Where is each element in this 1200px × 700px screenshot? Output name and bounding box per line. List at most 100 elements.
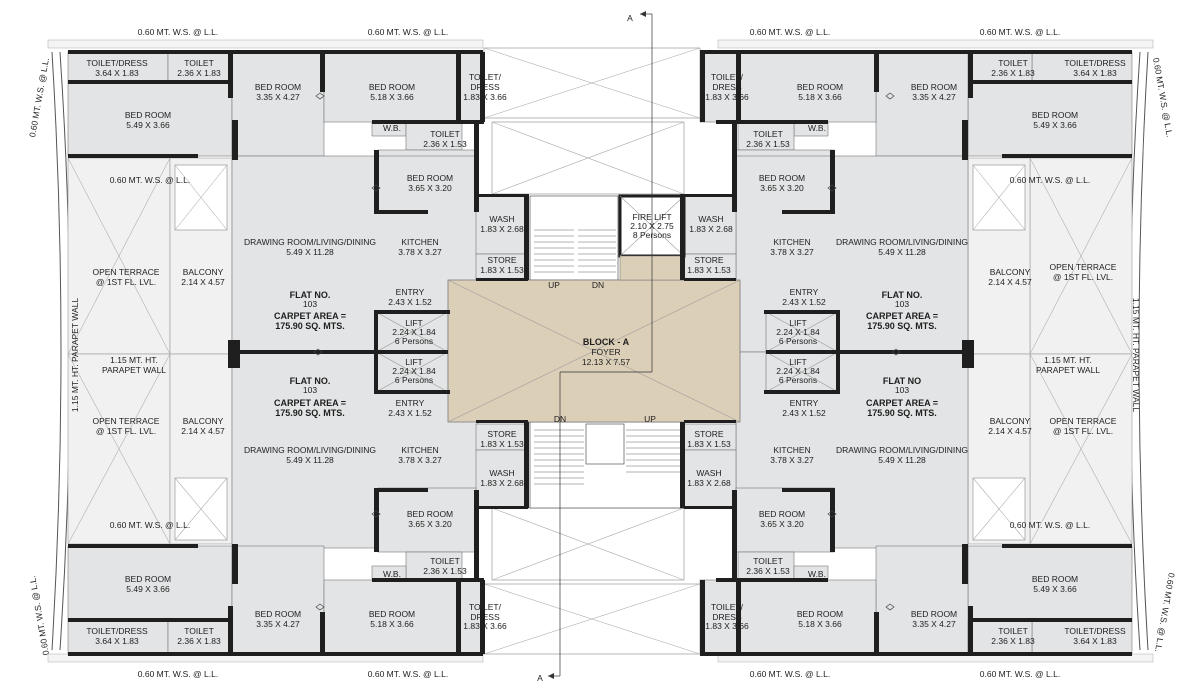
plan-label: ENTRY (396, 398, 425, 408)
plan-label: 0.60 MT. W.S. @ L.L. (980, 669, 1060, 679)
plan-label: UP (644, 414, 656, 424)
plan-label: LIFT (405, 357, 422, 367)
section-marks: AA (537, 13, 633, 683)
vertical-plan-label: 0.60 MT. W.S. @ L.L. (1151, 57, 1175, 138)
plan-label: 2.14 X 4.57 (988, 277, 1032, 287)
plan-label: TOILET (998, 58, 1028, 68)
plan-label: 0.60 MT. W.S. @ L.L. (110, 520, 190, 530)
plan-label: DRESS (470, 612, 500, 622)
plan-label: 8 Persons (633, 230, 671, 240)
plan-label: 2.24 X 1.84 (776, 327, 820, 337)
plan-label: 1.83 X 2.68 (687, 478, 731, 488)
plan-label: 5.18 X 3.66 (370, 619, 414, 629)
plan-label: 3.65 X 3.20 (408, 183, 452, 193)
plan-label: FIRE LIFT (632, 212, 671, 222)
plan-label: 1.83 X 2.68 (480, 224, 524, 234)
plan-label: 12.13 X 7.57 (582, 357, 630, 367)
plan-label: BALCONY (183, 267, 224, 277)
plan-label: KITCHEN (401, 237, 438, 247)
plan-label: 3.64 X 1.83 (95, 68, 139, 78)
plan-label: 3.64 X 1.83 (1073, 68, 1117, 78)
plan-label: 0.60 MT. W.S. @ L.L. (368, 669, 448, 679)
plan-label: 5.18 X 3.66 (370, 92, 414, 102)
plan-label: 3.64 X 1.83 (1073, 636, 1117, 646)
plan-label: 3.35 X 4.27 (256, 619, 300, 629)
plan-label: TOILET (430, 129, 460, 139)
plan-label: 3.35 X 4.27 (256, 92, 300, 102)
plan-label: 2.14 X 4.57 (181, 426, 225, 436)
plan-label: DRAWING ROOM/LIVING/DINING (244, 237, 376, 247)
plan-label: 2.14 X 4.57 (181, 277, 225, 287)
plan-label: @ 1ST FL. LVL. (96, 426, 156, 436)
plan-label: 175.90 SQ. MTS. (867, 408, 937, 418)
plan-label: 103 (303, 385, 317, 395)
plan-label: 103 (895, 299, 909, 309)
plan-label: FLAT NO. (290, 376, 331, 386)
plan-label: W.B. (383, 123, 401, 133)
plan-label: 3.65 X 3.20 (760, 519, 804, 529)
plan-label: W.B. (808, 569, 826, 579)
room-labels: 0.60 MT. W.S. @ L.L. 0.60 MT. W.S. @ L.L.… (86, 27, 1126, 679)
plan-label: 0.60 MT. W.S. @ L.L. (750, 669, 830, 679)
plan-label: OPEN TERRACE (93, 267, 160, 277)
plan-label: BED ROOM (255, 609, 301, 619)
plan-label: 2.36 X 1.83 (991, 636, 1035, 646)
plan-label: BED ROOM (125, 574, 171, 584)
vertical-plan-label: 0.60 MT. W.S. @ L.L. (1153, 572, 1177, 653)
plan-label: BALCONY (990, 416, 1031, 426)
plan-label: LIFT (405, 318, 422, 328)
plan-label: STORE (487, 429, 516, 439)
plan-label: STORE (694, 429, 723, 439)
walls (68, 50, 1132, 656)
plan-label: STORE (487, 255, 516, 265)
plan-label: 103 (303, 299, 317, 309)
plan-label: TOILET (184, 58, 214, 68)
plan-label: 1.83 X 2.68 (480, 478, 524, 488)
section-mark: A (537, 673, 543, 683)
central-core (447, 13, 741, 677)
plan-label: 1.15 MT. HT. (1044, 355, 1092, 365)
plan-label: 2.24 X 1.84 (392, 366, 436, 376)
plan-label: 2.36 X 1.53 (423, 139, 467, 149)
plan-label: UP (548, 280, 560, 290)
plan-label: 6 Persons (395, 375, 433, 385)
plan-label: 3.35 X 4.27 (912, 92, 956, 102)
plan-label: @ 1ST FL. LVL. (96, 277, 156, 287)
plan-label: TOILET (753, 129, 783, 139)
plan-label: 175.90 SQ. MTS. (275, 321, 345, 331)
plan-label: LIFT (789, 357, 806, 367)
plan-label: KITCHEN (401, 445, 438, 455)
plan-label: @ 1ST FL. LVL. (1053, 272, 1113, 282)
left-wing (67, 51, 529, 655)
plan-label: BED ROOM (369, 609, 415, 619)
plan-label: DRESS (712, 82, 742, 92)
plan-label: BED ROOM (125, 110, 171, 120)
plan-label: DRAWING ROOM/LIVING/DINING (244, 445, 376, 455)
plan-label: TOILET/ (469, 602, 502, 612)
plan-label: W.B. (383, 569, 401, 579)
plan-label: 3.35 X 4.27 (912, 619, 956, 629)
plan-label: 0.60 MT. W.S. @ L.L. (368, 27, 448, 37)
plan-label: TOILET/DRESS (1064, 58, 1126, 68)
plan-label: 3.78 X 3.27 (398, 247, 442, 257)
plan-label: FLAT NO. (290, 290, 331, 300)
plan-label: BED ROOM (1032, 574, 1078, 584)
plan-label: ENTRY (396, 287, 425, 297)
plan-label: 0.60 MT. W.S. @ L.L. (110, 175, 190, 185)
plan-label: CARPET AREA = (866, 311, 938, 321)
plan-label: 5.49 X 3.66 (126, 120, 170, 130)
plan-label: 3.78 X 3.27 (770, 247, 814, 257)
plan-label: LIFT (789, 318, 806, 328)
plan-label: BED ROOM (407, 509, 453, 519)
plan-label: OPEN TERRACE (1050, 416, 1117, 426)
plan-label: 5.18 X 3.66 (798, 619, 842, 629)
plan-label: 0.60 MT. W.S. @ L.L. (750, 27, 830, 37)
plan-label: BED ROOM (911, 82, 957, 92)
plan-label: BLOCK - A (583, 337, 630, 347)
plan-label: 2.43 X 1.52 (388, 408, 432, 418)
plan-label: DRAWING ROOM/LIVING/DINING (836, 237, 968, 247)
plan-label: CARPET AREA = (274, 398, 346, 408)
plan-label: 2.43 X 1.52 (782, 408, 826, 418)
plan-label: TOILET (184, 626, 214, 636)
